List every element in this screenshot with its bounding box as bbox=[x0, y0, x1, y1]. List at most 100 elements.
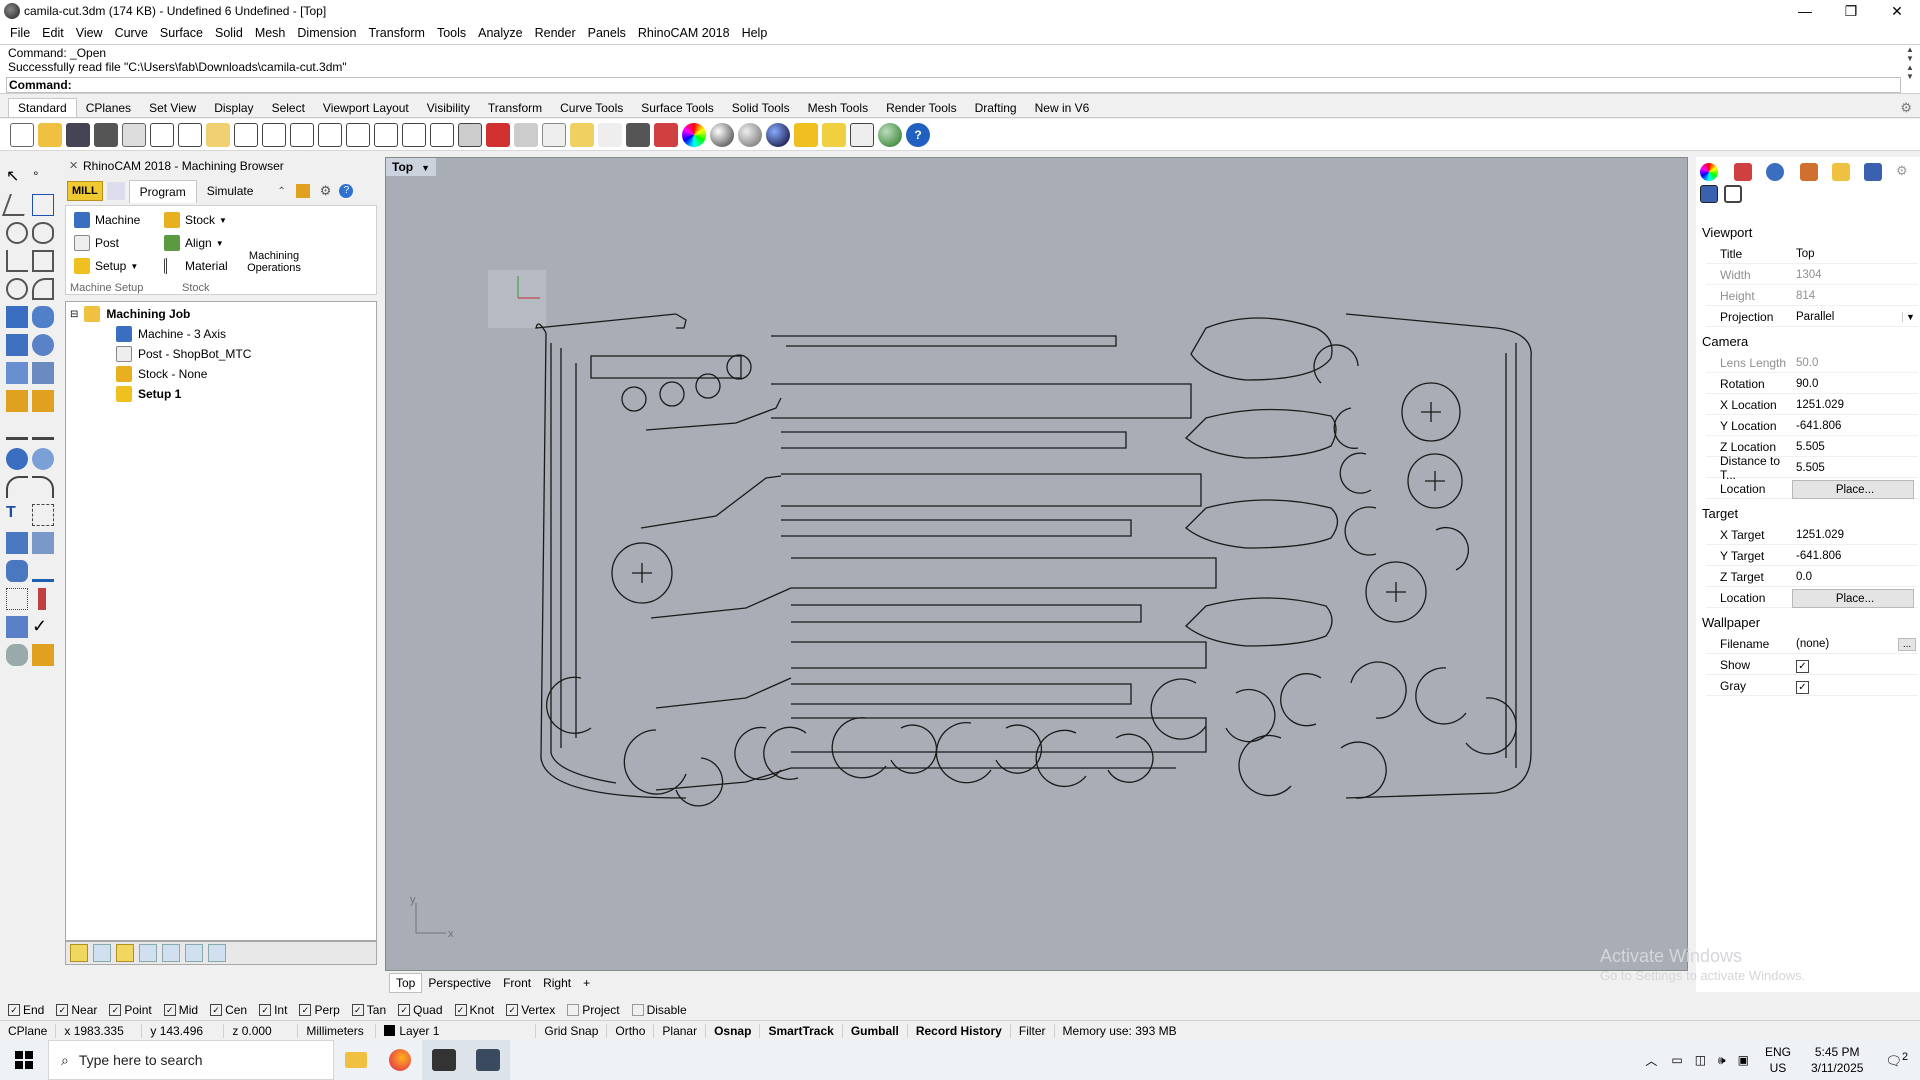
tab-visibility[interactable]: Visibility bbox=[426, 101, 470, 115]
cam-tool-icon[interactable] bbox=[32, 644, 54, 666]
named-views-icon[interactable] bbox=[1864, 163, 1882, 181]
status-ortho[interactable]: Ortho bbox=[607, 1023, 655, 1038]
copy-icon[interactable] bbox=[178, 122, 202, 147]
trim-icon[interactable] bbox=[6, 418, 28, 440]
menu-help[interactable]: Help bbox=[741, 26, 768, 40]
fillet-curve-icon[interactable] bbox=[32, 278, 54, 300]
car-icon[interactable] bbox=[486, 122, 510, 147]
tree-node-stock[interactable]: Stock - None bbox=[116, 366, 207, 382]
file-explorer-icon[interactable] bbox=[334, 1040, 378, 1080]
title-field[interactable]: Top bbox=[1796, 247, 1815, 260]
browser-options-icon[interactable] bbox=[106, 182, 125, 200]
snap-perp[interactable]: ✓Perp bbox=[299, 1003, 340, 1017]
open-file-icon[interactable] bbox=[38, 122, 62, 147]
cam-app-icon[interactable] bbox=[466, 1040, 510, 1080]
zoom-icon[interactable] bbox=[318, 122, 342, 147]
knowledge-view-icon[interactable] bbox=[185, 944, 203, 962]
status-units[interactable]: Millimeters bbox=[298, 1023, 377, 1038]
snap-quad[interactable]: ✓Quad bbox=[398, 1003, 443, 1017]
display-panel-icon[interactable] bbox=[1766, 163, 1784, 181]
light-icon[interactable] bbox=[794, 122, 818, 147]
tray-volume-icon[interactable]: 🕪 bbox=[1718, 1052, 1726, 1067]
machining-operations-button[interactable]: Machining Operations bbox=[247, 250, 301, 274]
machine-button[interactable]: Machine bbox=[74, 212, 140, 228]
snap-disable[interactable]: Disable bbox=[631, 1003, 687, 1017]
zoom-window-icon[interactable] bbox=[346, 122, 370, 147]
snap-int[interactable]: ✓Int bbox=[259, 1003, 287, 1017]
menu-rhinocam[interactable]: RhinoCAM 2018 bbox=[637, 26, 730, 40]
pan-hand-icon[interactable] bbox=[262, 122, 286, 147]
y-target-field[interactable]: -641.806 bbox=[1796, 549, 1842, 562]
menu-edit[interactable]: Edit bbox=[42, 26, 64, 40]
blend-icon[interactable] bbox=[32, 390, 54, 412]
close-button[interactable]: ✕ bbox=[1891, 2, 1903, 19]
cut-icon[interactable] bbox=[150, 122, 174, 147]
tools-icon[interactable] bbox=[295, 184, 310, 198]
tab-display[interactable]: Display bbox=[214, 101, 254, 115]
toolpath-view-icon[interactable] bbox=[116, 944, 134, 962]
distance-field[interactable]: 5.505 bbox=[1796, 461, 1825, 474]
tab-new-in-v6[interactable]: New in V6 bbox=[1034, 101, 1090, 115]
rhino-app-icon[interactable] bbox=[422, 1040, 466, 1080]
menu-view[interactable]: View bbox=[75, 26, 103, 40]
viewport-title[interactable]: Top▼ bbox=[386, 158, 437, 176]
array-icon[interactable] bbox=[6, 588, 28, 610]
tree-node-setup[interactable]: Setup 1 bbox=[116, 386, 181, 402]
stock-button[interactable]: Stock▼ bbox=[164, 212, 227, 228]
help-icon[interactable]: ? bbox=[906, 122, 930, 147]
material-button[interactable]: Material bbox=[164, 258, 228, 274]
snap-icon[interactable] bbox=[542, 122, 566, 147]
tool-view-icon[interactable] bbox=[93, 944, 111, 962]
snap-cen[interactable]: ✓Cen bbox=[210, 1003, 247, 1017]
command-input[interactable]: Command: bbox=[6, 77, 1901, 93]
dimension-icon[interactable] bbox=[850, 122, 874, 147]
menu-mesh[interactable]: Mesh bbox=[254, 26, 286, 40]
menu-file[interactable]: File bbox=[10, 26, 31, 40]
camera-icon[interactable] bbox=[1700, 185, 1718, 203]
simulate-view-icon[interactable] bbox=[139, 944, 157, 962]
snap-knot[interactable]: ✓Knot bbox=[454, 1003, 494, 1017]
mirror-icon[interactable] bbox=[32, 532, 54, 554]
save-icon[interactable] bbox=[66, 122, 90, 147]
x-location-field[interactable]: 1251.029 bbox=[1796, 398, 1844, 411]
explode-icon[interactable] bbox=[32, 448, 54, 470]
offset-icon[interactable] bbox=[6, 476, 28, 498]
status-filter[interactable]: Filter bbox=[1011, 1023, 1055, 1038]
zoom-selected-icon[interactable] bbox=[402, 122, 426, 147]
boolean-icon[interactable] bbox=[6, 390, 28, 412]
menu-analyze[interactable]: Analyze bbox=[478, 26, 523, 40]
tab-mesh-tools[interactable]: Mesh Tools bbox=[807, 101, 869, 115]
tree-node-machining-job[interactable]: ⊟Machining Job bbox=[70, 306, 191, 322]
filename-field[interactable]: (none) bbox=[1796, 637, 1830, 650]
job-view-icon[interactable] bbox=[70, 944, 88, 962]
minimize-button[interactable]: — bbox=[1798, 3, 1812, 19]
zoom-previous-icon[interactable] bbox=[430, 122, 454, 147]
tree-node-post[interactable]: Post - ShopBot_MTC bbox=[116, 346, 251, 362]
color-wheel-icon[interactable] bbox=[682, 122, 706, 147]
snap-near[interactable]: ✓Near bbox=[56, 1003, 97, 1017]
projection-select[interactable]: Parallel bbox=[1796, 310, 1835, 323]
shaded-sphere-icon[interactable] bbox=[738, 122, 762, 147]
arc-icon[interactable] bbox=[6, 250, 28, 272]
tab-solid-tools[interactable]: Solid Tools bbox=[731, 101, 790, 115]
new-file-icon[interactable] bbox=[10, 122, 34, 147]
command-scrollbar[interactable]: ▲▼▲▼ bbox=[1906, 45, 1914, 81]
tab-simulate[interactable]: Simulate bbox=[206, 184, 254, 198]
status-osnap[interactable]: Osnap bbox=[706, 1023, 761, 1038]
tray-display-icon[interactable]: ▣ bbox=[1737, 1053, 1749, 1067]
dimension-linear-icon[interactable] bbox=[6, 560, 28, 582]
snap-end[interactable]: ✓End bbox=[8, 1003, 44, 1017]
status-layer[interactable]: Layer 1 bbox=[376, 1023, 537, 1038]
status-planar[interactable]: Planar bbox=[654, 1023, 707, 1038]
material-panel-icon[interactable] bbox=[1700, 163, 1718, 181]
feature-view-icon[interactable] bbox=[162, 944, 180, 962]
ellipse-icon[interactable] bbox=[32, 222, 54, 244]
globe-icon[interactable] bbox=[878, 122, 902, 147]
analyze-icon[interactable] bbox=[32, 560, 54, 582]
camera-place-button[interactable]: Place... bbox=[1792, 479, 1914, 499]
rectangle-icon[interactable] bbox=[32, 250, 54, 272]
browse-button[interactable]: ... bbox=[1898, 637, 1916, 651]
status-smarttrack[interactable]: SmartTrack bbox=[760, 1023, 843, 1038]
